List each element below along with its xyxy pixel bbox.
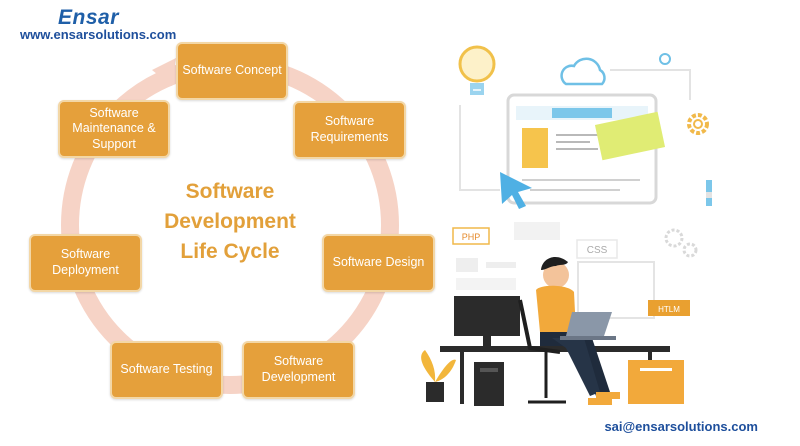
- developer-illustration: PHP CSS HTLM: [421, 45, 712, 406]
- stage-development: Software Development: [242, 341, 355, 399]
- html-tag: HTLM: [658, 305, 680, 314]
- lightbulb-icon: [458, 45, 496, 95]
- cloud-icon: [560, 57, 606, 86]
- cycle-title: Software Development Life Cycle: [150, 177, 310, 267]
- cycle-arrowhead: [152, 58, 176, 86]
- contact-email[interactable]: sai@ensarsolutions.com: [604, 419, 758, 434]
- css-tag: CSS: [587, 245, 608, 256]
- stage-concept: Software Concept: [176, 42, 288, 100]
- developer-person: [536, 256, 620, 405]
- cycle-title-line-3: Life Cycle: [180, 240, 280, 263]
- laptop-icon: [566, 312, 612, 336]
- ensar-logo: Ensar: [58, 6, 119, 29]
- php-tag: PHP: [462, 232, 481, 242]
- website-url[interactable]: www.ensarsolutions.com: [20, 27, 177, 42]
- gear-icon: [687, 113, 709, 135]
- stage-requirements: Software Requirements: [293, 101, 406, 159]
- stage-testing: Software Testing: [110, 341, 223, 399]
- cursor-icon: [500, 172, 532, 209]
- stage-design: Software Design: [322, 234, 435, 292]
- plant-icon: [421, 350, 456, 402]
- stage-deployment: Software Deployment: [29, 234, 142, 292]
- cycle-title-line-1: Software: [185, 180, 275, 203]
- stage-maintenance: Software Maintenance & Support: [58, 100, 170, 158]
- cycle-title-line-2: Development: [164, 210, 296, 233]
